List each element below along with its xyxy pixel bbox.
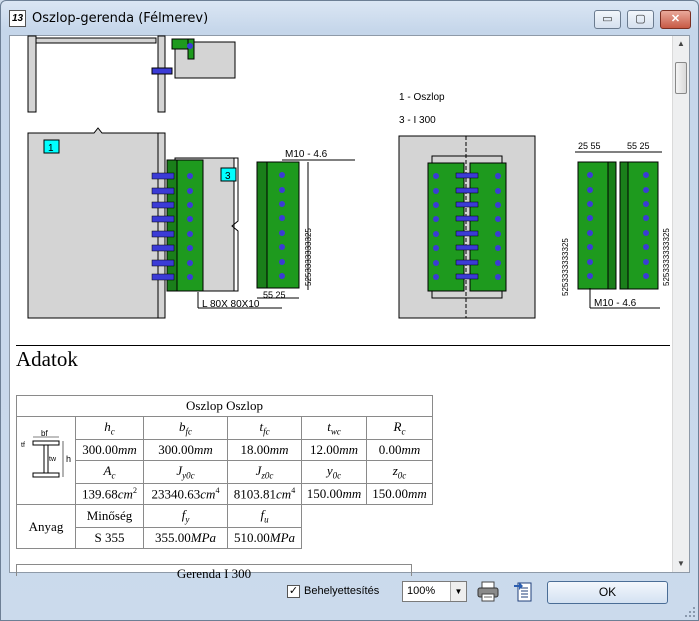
vertical-scrollbar[interactable]: ▲ ▼ (672, 36, 689, 572)
angle-detail-view: M10 - 4.6 5253333333325 55 25 (256, 149, 355, 300)
plate-detail-view: 5253333333325 25 55 55 25 5253333333325 (561, 141, 671, 309)
front-view (398, 135, 536, 319)
i-section-icon: bf tf tw h (21, 429, 71, 477)
print-button[interactable] (476, 580, 500, 603)
header-tfc: tfc (227, 416, 302, 440)
label-h: h (66, 454, 71, 464)
top-detail-view (27, 35, 236, 113)
material-label: Anyag (16, 504, 76, 549)
label-tw: tw (49, 456, 57, 463)
value-ac: 139.68cm2 (75, 483, 144, 505)
value-jz0c: 8103.81cm4 (227, 483, 302, 505)
label-tf: tf (21, 442, 25, 449)
section-sketch-cell: bf tf tw h (16, 416, 76, 505)
value-rc: 0.00mm (366, 439, 433, 461)
bolt-label-left: M10 - 4.6 (285, 149, 328, 160)
legend-oszlop: 1 - Oszlop (399, 92, 445, 103)
angle-label: L 80X 80X10 (202, 299, 260, 310)
header-fu: fu (227, 504, 302, 528)
export-document-icon (514, 582, 532, 602)
app-icon: 13 (9, 10, 26, 27)
value-quality: S 355 (75, 527, 144, 549)
header-z0c: z0c (366, 460, 433, 484)
header-hc: hc (75, 416, 144, 440)
dim-bottom: 55 25 (263, 290, 286, 300)
chevron-down-icon[interactable]: ▼ (450, 582, 466, 601)
printer-icon (477, 581, 499, 602)
section-divider (16, 345, 670, 346)
minimize-button[interactable]: ▭ (594, 10, 621, 29)
side-view: 1 3 L 80X 80X10 (27, 127, 282, 319)
substitution-checkbox[interactable]: ✓ (287, 585, 300, 598)
dim-top-right-b: 55 25 (627, 141, 650, 151)
header-quality: Minőség (75, 504, 144, 528)
close-button[interactable]: ✕ (660, 10, 691, 29)
value-fu: 510.00MPa (227, 527, 302, 549)
export-button[interactable] (512, 580, 536, 603)
value-bfc: 300.00mm (143, 439, 228, 461)
header-jy0c: Jy0c (143, 460, 228, 484)
table-title: Oszlop Oszlop (16, 395, 433, 417)
maximize-button[interactable]: ▢ (627, 10, 654, 29)
dim-vertical-left: 5253333333325 (304, 228, 313, 286)
column-properties-table: Oszlop Oszlop bf tf tw h (16, 395, 433, 549)
dim-vertical-far-right: 5253333333325 (662, 228, 671, 286)
title-bar[interactable]: 13 Oszlop-gerenda (Félmerev) ▭ ▢ ✕ (1, 1, 698, 35)
section-title: Adatok (16, 347, 78, 371)
header-ac: Ac (75, 460, 144, 484)
header-rc: Rc (366, 416, 433, 440)
value-fy: 355.00MPa (143, 527, 228, 549)
beam-table-title: Gerenda I 300 (16, 564, 412, 580)
dim-vertical-right: 5253333333325 (561, 238, 570, 296)
connection-drawing: 1 3 L 80X 80X10 M10 - 4.6 525333333332 (27, 35, 671, 319)
value-y0c: 150.00mm (301, 483, 367, 505)
value-jy0c: 23340.63cm4 (143, 483, 228, 505)
legend-i300: 3 - I 300 (399, 115, 436, 126)
scroll-down-arrow-icon[interactable]: ▼ (677, 559, 685, 568)
header-bfc: bfc (143, 416, 228, 440)
scroll-thumb[interactable] (675, 62, 687, 94)
header-twc: twc (301, 416, 367, 440)
value-hc: 300.00mm (75, 439, 144, 461)
value-twc: 12.00mm (301, 439, 367, 461)
value-z0c: 150.00mm (366, 483, 433, 505)
value-tfc: 18.00mm (227, 439, 302, 461)
report-view[interactable]: 1 3 L 80X 80X10 M10 - 4.6 525333333332 (9, 35, 690, 580)
header-fy: fy (143, 504, 228, 528)
zoom-select[interactable]: 100% ▼ (402, 581, 467, 602)
header-y0c: y0c (301, 460, 367, 484)
header-jz0c: Jz0c (227, 460, 302, 484)
marker-3: 3 (225, 171, 231, 182)
ok-button[interactable]: OK (547, 581, 668, 604)
dim-top-right-a: 25 55 (578, 141, 601, 151)
substitution-label[interactable]: Behelyettesítés (304, 585, 380, 597)
scroll-up-arrow-icon[interactable]: ▲ (677, 39, 685, 48)
window-title: Oszlop-gerenda (Félmerev) (32, 11, 209, 26)
zoom-value: 100% (407, 585, 436, 597)
label-bf: bf (41, 429, 48, 438)
resize-grip-icon[interactable] (684, 606, 696, 618)
empty-cell (302, 505, 433, 549)
marker-1: 1 (48, 143, 54, 154)
bolt-label-right: M10 - 4.6 (594, 298, 637, 309)
